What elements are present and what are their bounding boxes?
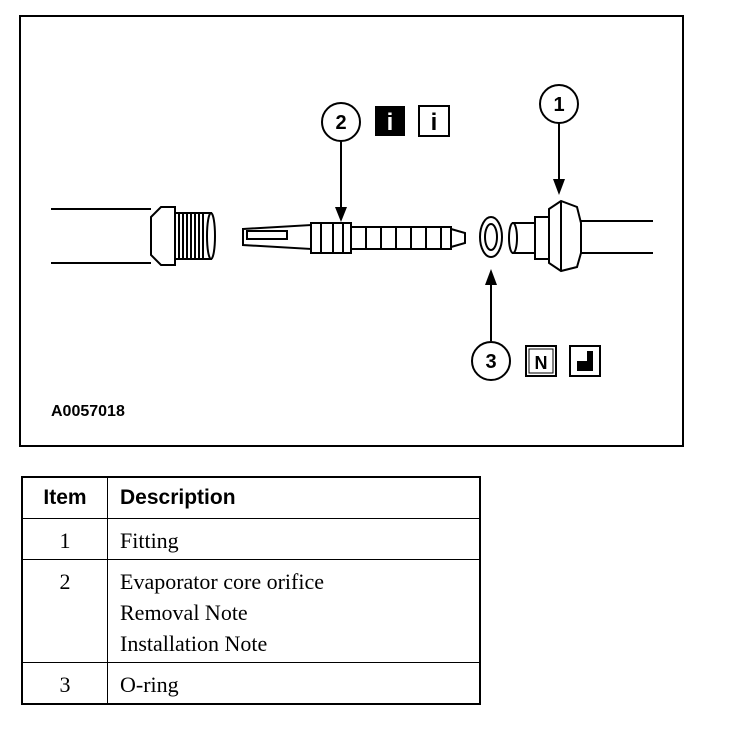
- callout-2: 2: [321, 102, 361, 222]
- evaporator-core-orifice: [242, 222, 466, 254]
- exploded-diagram: 2 i i 1 3 N: [19, 15, 684, 447]
- left-tube: [51, 208, 151, 264]
- lubricate-icon: [569, 345, 601, 377]
- table-row: 3 O-ring: [21, 662, 481, 705]
- description-line: Installation Note: [120, 631, 268, 656]
- row-item-number: 2: [21, 559, 108, 663]
- legend-header-row: Item Description: [21, 476, 481, 519]
- i-outline-icon: i: [418, 105, 450, 137]
- fitting: [508, 199, 653, 273]
- row-description: Fitting: [107, 518, 481, 560]
- svg-text:i: i: [387, 109, 394, 136]
- description-line: Evaporator core orifice: [120, 569, 324, 594]
- description-line: O-ring: [120, 672, 179, 697]
- row-item-number: 3: [21, 662, 108, 705]
- description-line: Fitting: [120, 528, 179, 553]
- callout-3: 3: [471, 269, 511, 381]
- i-filled-icon: i: [375, 106, 405, 136]
- description-line: Removal Note: [120, 600, 248, 625]
- callout-1-number: 1: [553, 94, 564, 116]
- diagram-drawing: 2 i i 1 3 N: [51, 84, 653, 381]
- table-row: 2 Evaporator core orifice Removal Note I…: [21, 559, 481, 663]
- row-item-number: 1: [21, 518, 108, 560]
- header-item: Item: [21, 476, 108, 519]
- table-row: 1 Fitting: [21, 518, 481, 560]
- o-ring: [479, 216, 503, 258]
- new-part-N-icon: N: [525, 345, 557, 377]
- figure-id: A0057018: [51, 403, 125, 420]
- callout-3-number: 3: [485, 351, 496, 373]
- left-fitting-threads: [150, 206, 216, 266]
- svg-text:i: i: [431, 109, 438, 136]
- callout-1: 1: [539, 84, 579, 195]
- row-description: Evaporator core orifice Removal Note Ins…: [107, 559, 481, 663]
- header-description: Description: [107, 476, 481, 519]
- svg-text:N: N: [535, 353, 548, 373]
- callout-2-number: 2: [335, 112, 346, 134]
- row-description: O-ring: [107, 662, 481, 705]
- legend-table: Item Description 1 Fitting 2 Evaporator …: [21, 476, 481, 705]
